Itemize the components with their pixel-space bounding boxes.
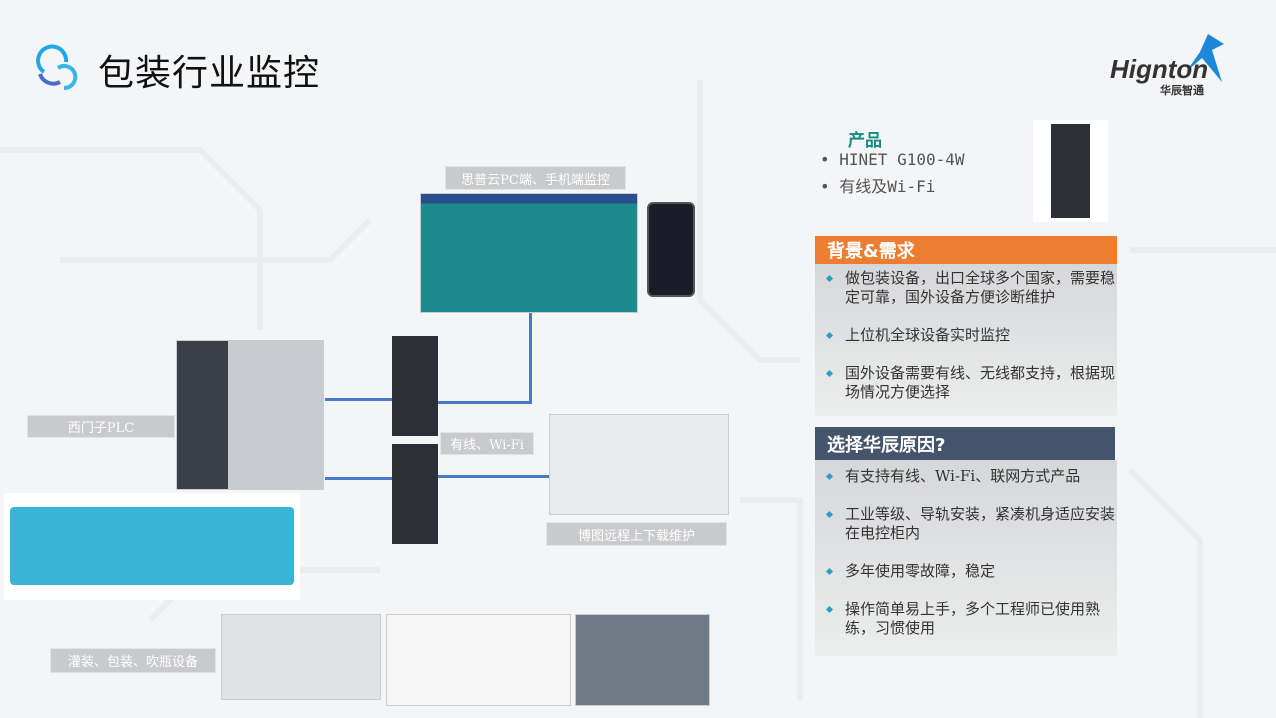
product-device-image <box>1033 120 1108 222</box>
reason-item: 操作简单易上手，多个工程师已使用熟练，习惯使用 <box>845 600 1115 638</box>
gazelle-icon <box>1186 34 1224 82</box>
reason-item: 工业等级、导轨安装，紧凑机身适应安装在电控柜内 <box>845 505 1116 542</box>
background-item: 上位机全球设备实时监控 <box>845 326 1115 345</box>
hignton-logo: Hignton 华辰智通 <box>1108 32 1240 97</box>
background-panel: 做包装设备，出口全球多个国家，需要稳定可靠，国外设备方便诊断维护 上位机全球设备… <box>815 264 1117 416</box>
filling-machine-image <box>221 614 381 700</box>
label-tia: 博图远程上下载维护 <box>546 522 727 546</box>
product-item: • 有线及Wi-Fi <box>820 177 936 196</box>
tia-portal-screenshot <box>549 414 729 515</box>
reasons-panel: 有支持有线、Wi-Fi、联网方式产品 工业等级、导轨安装，紧凑机身适应安装在电控… <box>815 460 1117 656</box>
gateway-device-image <box>392 336 438 436</box>
label-cloud-monitoring: 思普云PC端、手机端监控 <box>445 166 626 190</box>
reasons-heading: 选择华辰原因? <box>815 427 1115 460</box>
background-item: 做包装设备，出口全球多个国家，需要稳定可靠，国外设备方便诊断维护 <box>845 269 1116 306</box>
reason-item: 多年使用零故障，稳定 <box>845 562 1115 581</box>
phone-app-image <box>647 202 695 297</box>
blow-molding-image <box>575 614 710 706</box>
reason-item: 有支持有线、Wi-Fi、联网方式产品 <box>845 467 1115 486</box>
gateway-device-image <box>392 444 438 544</box>
packaging-machine-image <box>386 614 571 706</box>
background-item: 国外设备需要有线、无线都支持，根据现场情况方便选择 <box>845 364 1116 401</box>
label-network: 有线、Wi-Fi <box>440 432 534 455</box>
product-heading: 产品 <box>848 131 882 151</box>
brand-icon <box>36 44 78 91</box>
product-item: • HINET G100-4W <box>820 150 965 169</box>
page-title: 包装行业监控 <box>98 53 321 94</box>
molding-machine-image <box>4 493 300 600</box>
background-heading: 背景&需求 <box>815 236 1117 264</box>
siemens-plc-image <box>176 340 324 490</box>
label-plc: 西门子PLC <box>27 415 175 438</box>
scada-screenshot <box>420 193 638 313</box>
label-equipment: 灌装、包装、吹瓶设备 <box>50 648 216 673</box>
